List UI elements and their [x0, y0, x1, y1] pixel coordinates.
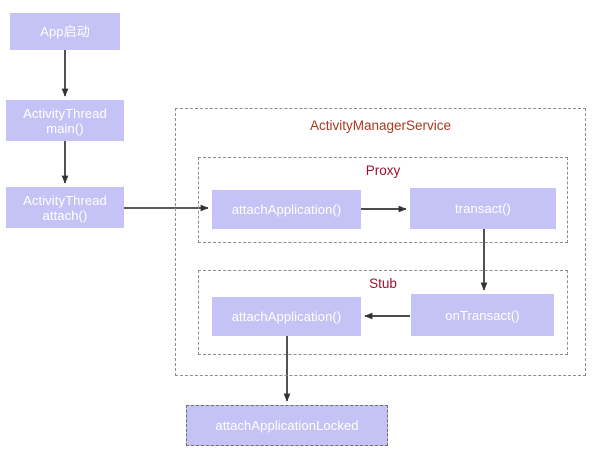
- node-stub-attach-application[interactable]: attachApplication(): [212, 297, 361, 336]
- group-label-activity-manager-service: ActivityManagerService: [309, 118, 452, 133]
- node-app-start[interactable]: App启动: [10, 13, 120, 50]
- node-stub-on-transact[interactable]: onTransact(): [411, 294, 554, 336]
- node-activitythread-main[interactable]: ActivityThread main(): [6, 100, 124, 141]
- node-attach-application-locked[interactable]: attachApplicationLocked: [186, 405, 388, 446]
- node-activitythread-attach[interactable]: ActivityThread attach(): [6, 187, 124, 228]
- node-proxy-transact[interactable]: transact(): [410, 188, 556, 229]
- group-activity-manager-service: [175, 108, 586, 376]
- group-label-stub: Stub: [369, 276, 397, 291]
- group-proxy: [198, 157, 568, 243]
- group-stub: [198, 270, 568, 355]
- group-label-proxy: Proxy: [365, 163, 401, 178]
- node-proxy-attach-application[interactable]: attachApplication(): [212, 190, 361, 229]
